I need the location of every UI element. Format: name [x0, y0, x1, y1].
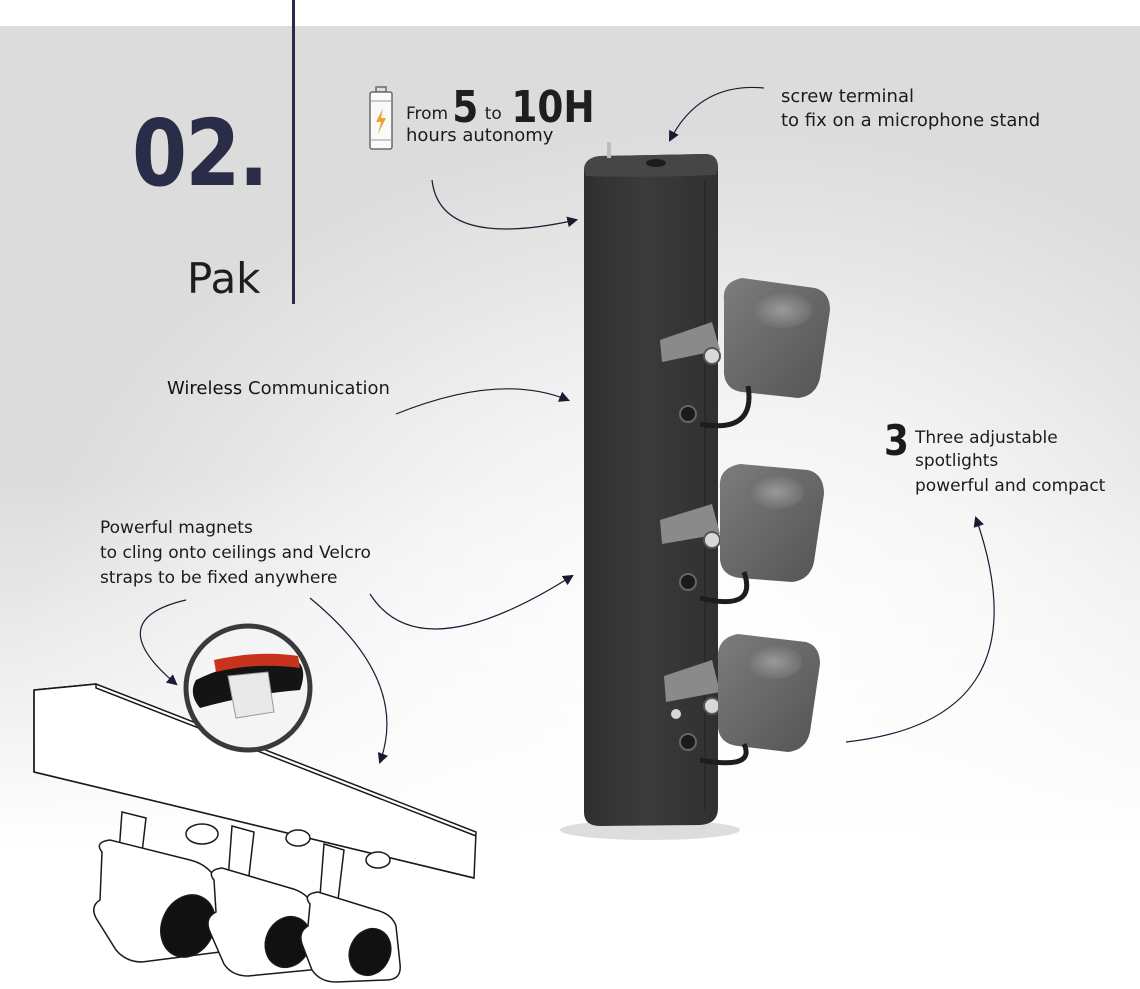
autonomy-max: 10H: [511, 82, 595, 133]
mount-spotlight-1: [93, 811, 232, 963]
section-title: Pak: [187, 254, 261, 303]
magnets-line-2: to cling onto ceilings and Velcro: [100, 543, 371, 563]
autonomy-range: From 5 to 10H: [406, 80, 606, 133]
arrow-spotlights: [845, 515, 995, 743]
arrow-wireless: [395, 388, 570, 415]
spotlight-line-1: Three adjustable: [915, 428, 1058, 448]
magnets-line-3: straps to be fixed anywhere: [100, 568, 338, 588]
arrow-magnets-body: [369, 574, 574, 630]
wireless-annotation: Wireless Communication: [167, 378, 390, 399]
magnets-line-1: Powerful magnets: [100, 518, 253, 538]
autonomy-min: 5: [452, 82, 479, 133]
spotlight-3: [664, 634, 820, 766]
autonomy-to: to: [484, 104, 502, 124]
arrow-magnets-inset: [139, 599, 187, 686]
wireless-rest: Communication: [242, 378, 390, 399]
wireless-bold: Wireless: [167, 378, 243, 399]
spotlight-line-3: powerful and compact: [915, 476, 1106, 496]
section-number: 02.: [132, 100, 269, 207]
screw-terminal-title: screw terminal: [781, 86, 914, 107]
spotlight-1: [660, 278, 830, 429]
autonomy-from: From: [406, 104, 449, 124]
spotlight-2: [660, 464, 824, 605]
mount-spotlight-3: [300, 843, 401, 983]
section-divider: [292, 0, 295, 304]
spotlight-line-2: spotlights: [915, 451, 999, 471]
arrow-screw: [669, 86, 765, 142]
battery-charging-icon: [369, 86, 393, 150]
screw-terminal-description: to fix on a microphone stand: [781, 110, 1041, 131]
magnet-inset: [183, 623, 313, 753]
arrow-autonomy: [431, 179, 579, 230]
arrow-magnets-mount: [309, 597, 389, 765]
autonomy-label: hours autonomy: [406, 125, 554, 146]
spotlight-count: 3: [884, 416, 909, 465]
mount-spotlight-2: [207, 825, 324, 977]
